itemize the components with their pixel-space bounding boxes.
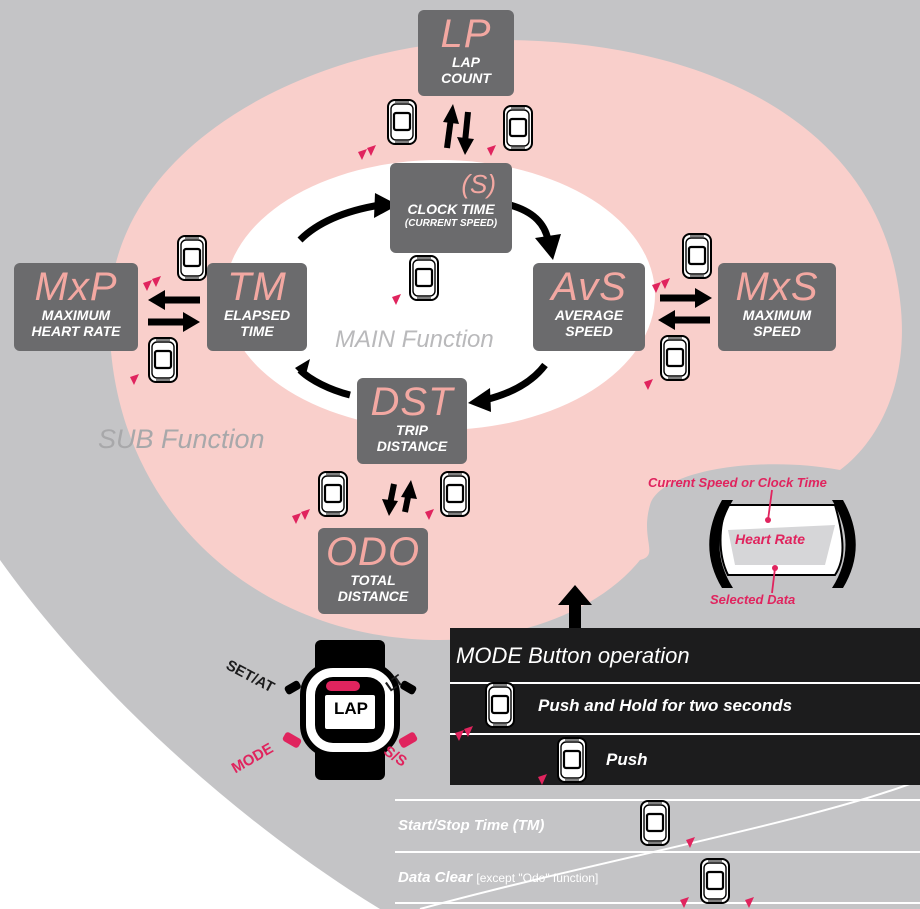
main-watch-illustration [282, 640, 418, 780]
mode-code: ODO [325, 530, 421, 574]
mode-code: DST [370, 380, 454, 424]
legend-heart-rate: Heart Rate [735, 531, 806, 547]
legend-selected-data: Selected Data [710, 592, 796, 607]
mode-code: MxS [735, 265, 819, 309]
mode-code: MxP [34, 265, 118, 309]
mode-code: TM [227, 265, 287, 309]
mode-box-elapsed-time: TM ELAPSED TIME [207, 263, 307, 351]
main-function-area [225, 160, 655, 430]
data-clear-label: Data Clear [except "Odo" function] [398, 869, 599, 886]
push-label: Push [606, 750, 648, 769]
mode-box-maximum-heart-rate: MxP MAXIMUM HEART RATE [14, 263, 138, 351]
watch-icon [386, 98, 418, 146]
mode-box-maximum-speed: MxS MAXIMUM SPEED [718, 263, 836, 351]
mode-box-trip-distance: DST TRIP DISTANCE [357, 378, 467, 464]
mode-box-total-distance: ODO TOTAL DISTANCE [318, 528, 428, 614]
legend-current-speed: Current Speed or Clock Time [648, 475, 827, 490]
start-stop-label: Start/Stop Time (TM) [398, 817, 545, 834]
watch-screen-lap: LAP [334, 699, 368, 718]
main-function-label: MAIN Function [335, 326, 494, 353]
mode-box-clock-time: (S) CLOCK TIME (CURRENT SPEED) [390, 163, 512, 253]
operation-title: MODE Button operation [456, 643, 690, 668]
mode-code: (S) [461, 169, 496, 199]
mode-code: AvS [551, 265, 627, 309]
mode-box-average-speed: AvS AVERAGE SPEED [533, 263, 645, 351]
sub-function-label: SUB Function [98, 424, 265, 454]
push-hold-label: Push and Hold for two seconds [538, 696, 793, 715]
mode-box-lap-count: LP LAP COUNT [418, 10, 514, 96]
mode-code: LP [440, 12, 492, 56]
